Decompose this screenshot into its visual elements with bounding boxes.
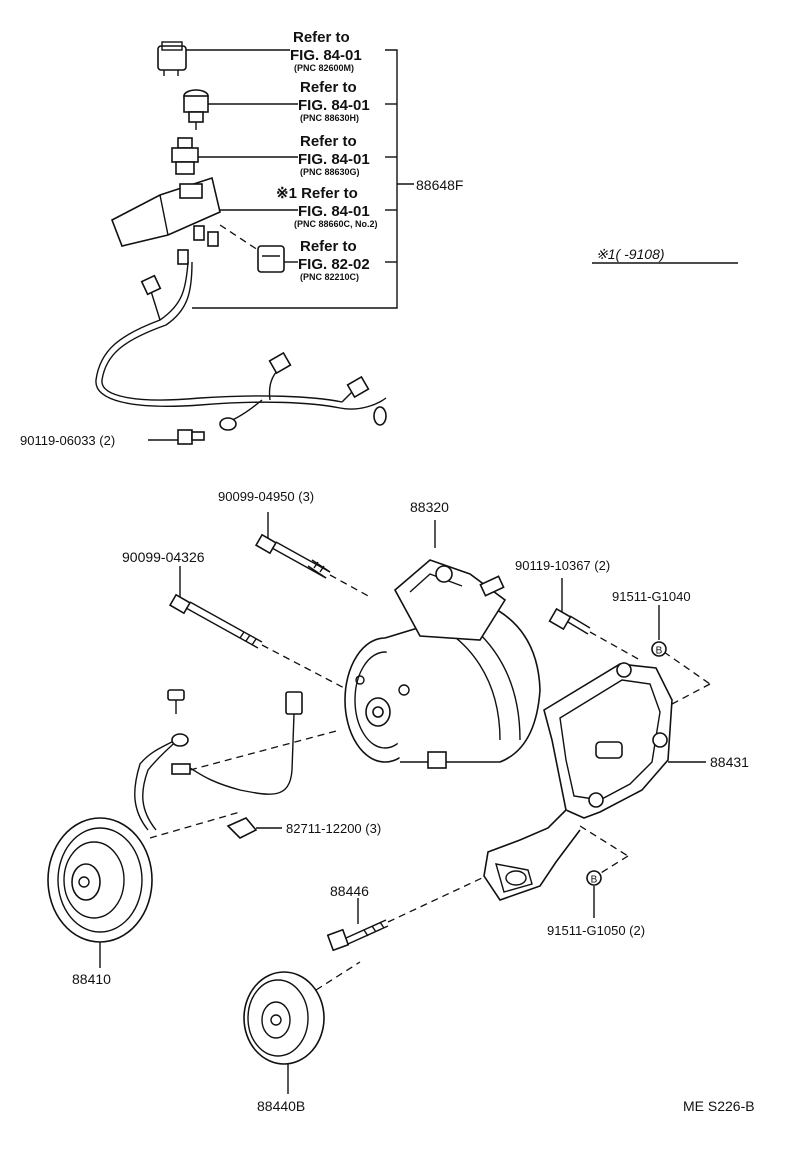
bracket-88648F (192, 49, 398, 309)
ref-1: Refer to FIG. 84-01 (PNC 82600M) (290, 29, 362, 73)
svg-text:B: B (656, 646, 663, 657)
ref-5: Refer to FIG. 82-02 (PNC 82210C) (298, 238, 370, 282)
svg-text:(PNC 82600M): (PNC 82600M) (294, 63, 354, 73)
ref-3: Refer to FIG. 84-01 (PNC 88630G) (298, 133, 370, 177)
label-90119-06033: 90119-06033 (2) (20, 433, 115, 448)
label-90119-10367: 90119-10367 (2) (515, 558, 610, 573)
label-90099-04326: 90099-04326 (122, 549, 205, 565)
bolt-90099-04950 (254, 512, 331, 579)
svg-text:(PNC 88630G): (PNC 88630G) (300, 167, 360, 177)
applicability-note: ※1( -9108) (596, 246, 665, 262)
ref-4: ※1 Refer to FIG. 84-01 (PNC 88660C, No.2… (276, 185, 378, 229)
label-90099-04950: 90099-04950 (3) (218, 489, 314, 504)
svg-text:Refer to: Refer to (293, 29, 350, 46)
bolt-90099-04326 (168, 566, 263, 649)
label-82711-12200: 82711-12200 (3) (286, 821, 381, 836)
svg-text:B: B (591, 875, 598, 886)
label-88648F: 88648F (416, 177, 463, 193)
bolt-90119-06033 (177, 429, 205, 445)
svg-text:(PNC 88660C, No.2): (PNC 88660C, No.2) (294, 219, 378, 229)
marker-b-upper: B (651, 605, 667, 657)
svg-text:(PNC 88630H): (PNC 88630H) (300, 113, 359, 123)
pressure-switch-connector (157, 41, 187, 76)
svg-text:Refer to: Refer to (300, 238, 357, 255)
ref-2: Refer to FIG. 84-01 (PNC 88630H) (298, 79, 370, 123)
bracket-88431 (483, 662, 673, 901)
label-88446: 88446 (330, 883, 369, 899)
pressure-switch-b (171, 137, 199, 175)
label-88431: 88431 (710, 754, 749, 770)
pressure-switch-a (183, 89, 209, 130)
bolt-90119-10367 (548, 578, 591, 635)
fuse-connector (257, 245, 285, 273)
bolt-88446 (326, 898, 389, 952)
label-91511-G1050: 91511-G1050 (2) (547, 923, 645, 938)
magnetic-clutch-88410 (47, 817, 153, 943)
relay-block (110, 176, 221, 265)
svg-text:※1 Refer to: ※1 Refer to (276, 185, 358, 202)
clip-82711-12200 (226, 817, 282, 839)
svg-text:FIG. 84-01: FIG. 84-01 (298, 203, 370, 220)
svg-text:FIG. 84-01: FIG. 84-01 (298, 151, 370, 168)
clutch-wire (134, 689, 303, 831)
svg-text:FIG. 84-01: FIG. 84-01 (290, 47, 362, 64)
label-88320: 88320 (410, 499, 449, 515)
pulley-88440B (243, 971, 325, 1065)
svg-text:Refer to: Refer to (300, 79, 357, 96)
label-88410: 88410 (72, 971, 111, 987)
label-91511-G1040: 91511-G1040 (612, 589, 691, 604)
svg-text:(PNC 82210C): (PNC 82210C) (300, 272, 359, 282)
label-88440B: 88440B (257, 1098, 305, 1114)
compressor-88320 (344, 559, 541, 769)
drawing-code: ME S226-B (683, 1098, 755, 1114)
svg-text:FIG. 82-02: FIG. 82-02 (298, 256, 370, 273)
svg-text:Refer to: Refer to (300, 133, 357, 150)
svg-text:FIG. 84-01: FIG. 84-01 (298, 97, 370, 114)
harness-group (95, 41, 414, 445)
marker-b-lower: B (586, 870, 602, 918)
